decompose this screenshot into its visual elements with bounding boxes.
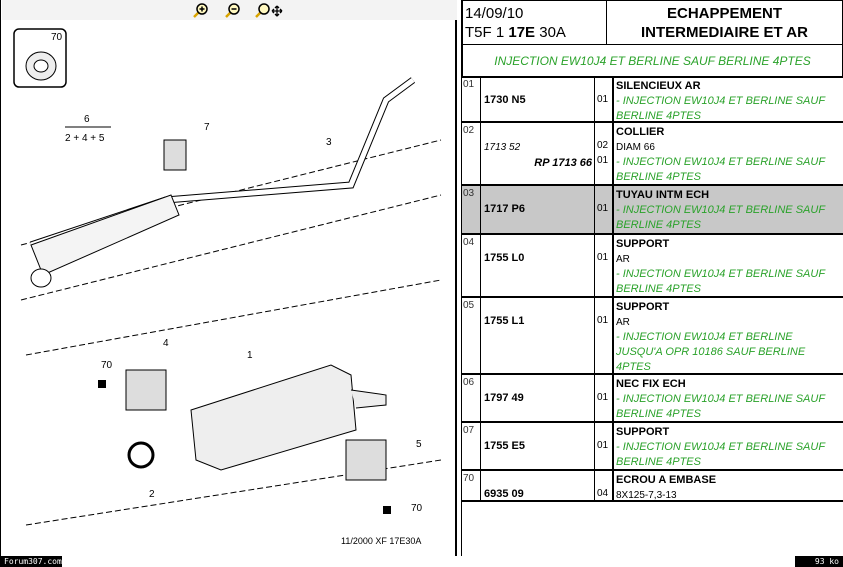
header-code: T5F 1 17E 30A (465, 24, 566, 41)
ref-number: 1717 P6 (484, 203, 525, 215)
rear-silencer (190, 364, 357, 471)
pan-icon[interactable] (254, 1, 284, 19)
status-site: Forum307.com (0, 556, 62, 567)
row-index: 70 (462, 471, 481, 500)
row-ref: 1797 49 (481, 375, 595, 421)
callout-7: 7 (204, 122, 210, 133)
row-qty: 01 (595, 423, 614, 469)
row-ref: 1717 P6 (481, 186, 595, 233)
callout-1: 1 (247, 350, 253, 361)
row-ref: 1755 L1 (481, 298, 595, 373)
row-index: 05 (462, 298, 481, 373)
nut-inset-box (13, 28, 67, 88)
zoom-out-icon[interactable] (224, 1, 242, 19)
row-note: - INJECTION EW10J4 ET BERLINE SAUF BERLI… (616, 441, 825, 468)
row-index: 07 (462, 423, 481, 469)
zoom-in-icon[interactable] (192, 1, 210, 19)
callout-5: 5 (416, 439, 422, 450)
row-note: - INJECTION EW10J4 ET BERLINE SAUF BERLI… (616, 156, 825, 183)
intermediate-pipe (29, 77, 416, 249)
diagram-toolbar (2, 0, 457, 20)
row-qty: 01 (595, 186, 614, 233)
ref-new: RP 1713 66 (534, 157, 592, 169)
row-index: 02 (462, 123, 481, 184)
row-ref: 1755 L0 (481, 235, 595, 296)
row-ref: 1713 52 RP 1713 66 (481, 123, 595, 184)
diagram-panel[interactable]: 70 6 2 + 4 + 5 7 3 70 4 1 5 2 70 11/2000… (0, 0, 457, 556)
ref-number: 1730 N5 (484, 94, 526, 106)
ref-number: 1755 L1 (484, 315, 525, 327)
ref-number: 1797 49 (484, 392, 524, 404)
row-index: 03 (462, 186, 481, 233)
exhaust-diagram: 70 6 2 + 4 + 5 7 3 70 4 1 5 2 70 11/2000… (13, 28, 442, 546)
row-note: - INJECTION EW10J4 ET BERLINE SAUF BERLI… (616, 95, 825, 122)
row-qty: 01 (595, 375, 614, 421)
ref-old: 1713 52 (484, 142, 521, 153)
ref-number: 1755 L0 (484, 252, 525, 264)
support-4 (125, 369, 167, 411)
callout-70: 70 (101, 360, 113, 371)
row-ref: 1730 N5 (481, 77, 595, 121)
row-qty: 04 (595, 471, 614, 500)
row-qty: 01 (595, 235, 614, 296)
callout-6: 6 (84, 114, 90, 125)
callout-3: 3 (326, 137, 332, 148)
row-description: NEC FIX ECH- INJECTION EW10J4 ET BERLINE… (614, 375, 843, 421)
row-note: - INJECTION EW10J4 ET BERLINE JUSQU'A OP… (616, 331, 806, 373)
row-ref: 6935 09 (481, 471, 595, 500)
row-description: SILENCIEUX AR- INJECTION EW10J4 ET BERLI… (614, 77, 843, 122)
support-7 (163, 139, 187, 171)
row-qty: 01 (595, 77, 614, 121)
diagram-footer: 11/2000 XF 17E30A (341, 536, 421, 546)
row-note: - INJECTION EW10J4 ET BERLINE SAUF BERLI… (616, 393, 825, 420)
callout-2: 2 (149, 489, 155, 500)
clamp-2 (127, 441, 155, 469)
callout-70: 70 (51, 32, 63, 43)
ref-number: 6935 09 (484, 488, 524, 500)
callout-2-4-5: 2 + 4 + 5 (65, 133, 105, 144)
row-ref: 1755 E5 (481, 423, 595, 469)
row-note: - INJECTION EW10J4 ET BERLINE SAUF BERLI… (616, 268, 825, 295)
row-index: 04 (462, 235, 481, 296)
row-description: TUYAU INTM ECH- INJECTION EW10J4 ET BERL… (614, 186, 843, 233)
callout-70: 70 (411, 503, 423, 514)
row-description: SUPPORT- INJECTION EW10J4 ET BERLINE SAU… (614, 423, 843, 469)
row-index: 01 (462, 77, 481, 121)
header-date: 14/09/10 (465, 5, 524, 22)
support-5 (345, 439, 387, 481)
row-index: 06 (462, 375, 481, 421)
ref-number: 1755 E5 (484, 440, 525, 452)
row-qty: 01 (595, 298, 614, 373)
subtitle: INJECTION EW10J4 ET BERLINE SAUF BERLINE… (462, 44, 843, 78)
row-note: - INJECTION EW10J4 ET BERLINE SAUF BERLI… (616, 204, 825, 231)
callout-4: 4 (163, 338, 169, 349)
status-size: 93 ko (795, 556, 843, 567)
header-info: 14/09/10 T5F 1 17E 30A (462, 0, 607, 45)
